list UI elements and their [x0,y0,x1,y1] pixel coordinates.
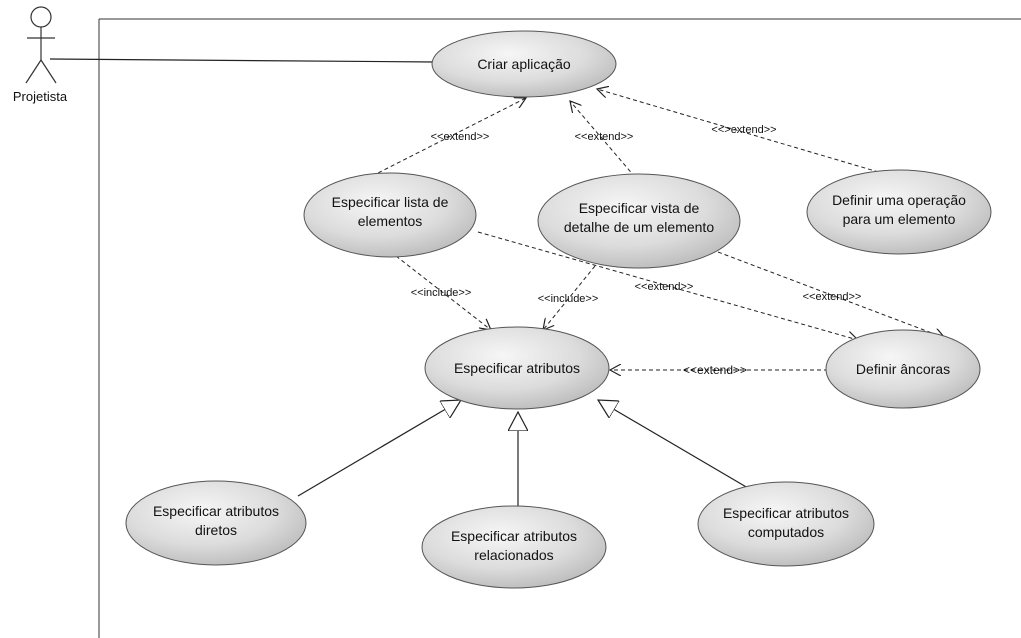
include-label-lista: <<include>> [411,287,472,299]
use-case-label: Criar aplicação [477,56,571,72]
use-case-especificar-lista[interactable]: Especificar lista de elementos [303,172,477,258]
actor-label: Projetista [13,89,68,104]
use-case-especificar-atributos[interactable]: Especificar atributos [424,326,610,410]
extend-operacao-line [597,89,893,177]
actor-head [30,6,52,28]
use-case-label-line2: elementos [358,213,423,229]
actor-projetista[interactable]: Projetista [13,6,68,104]
use-case-atributos-computados[interactable]: Especificar atributos computados [697,481,875,567]
use-case-label-line2: relacionados [474,547,553,563]
use-case-especificar-vista[interactable]: Especificar vista de detalhe de um eleme… [537,173,741,269]
extend-label-ancoras-lista: <<extend>> [635,281,694,293]
use-case-atributos-diretos[interactable]: Especificar atributos diretos [125,480,307,566]
use-case-label: Definir âncoras [856,361,950,377]
generalization-computados-line [598,400,749,489]
extend-ancoras-lista-line [477,231,858,340]
use-case-label-line2: para um elemento [843,211,956,227]
actor-left-leg [25,59,42,84]
association-line [49,58,436,63]
extend-label-operacao: <<>extend>> [711,124,776,136]
use-case-label-line1: Especificar lista de [332,194,449,210]
include-label-vista: <<include>> [538,293,599,305]
generalization-diretos-line [297,400,461,497]
use-case-label-line1: Definir uma operação [832,192,966,208]
extend-label-ancoras-vista: <<extend>> [803,291,862,303]
system-boundary [98,18,1021,638]
use-case-atributos-relacionados[interactable]: Especificar atributos relacionados [421,505,607,589]
extend-lista-line [371,98,526,177]
extend-label-lista: <<extend>> [431,131,490,143]
extend-ancoras-vista-line [717,251,945,338]
use-case-label-line1: Especificar vista de [579,200,700,216]
extend-vista-line [570,101,636,178]
use-case-label-line1: Especificar atributos [153,503,279,519]
use-case-label-line2: diretos [195,522,237,538]
extend-label-vista: <<extend>> [575,131,634,143]
use-case-label-line2: computados [748,524,824,540]
use-case-label-line1: Especificar atributos [451,528,577,544]
use-case-criar-aplicacao[interactable]: Criar aplicação [431,30,617,98]
extend-label-ancoras-atributos: <<extend>> [683,363,747,377]
actor-right-leg [40,59,57,84]
use-case-definir-ancoras[interactable]: Definir âncoras [825,329,981,409]
use-case-label-line1: Especificar atributos [723,505,849,521]
use-case-label: Especificar atributos [454,360,580,376]
use-case-definir-operacao[interactable]: Definir uma operação para um elemento [806,169,992,255]
include-lista-line [395,255,491,330]
use-case-label-line2: detalhe de um elemento [564,219,714,235]
